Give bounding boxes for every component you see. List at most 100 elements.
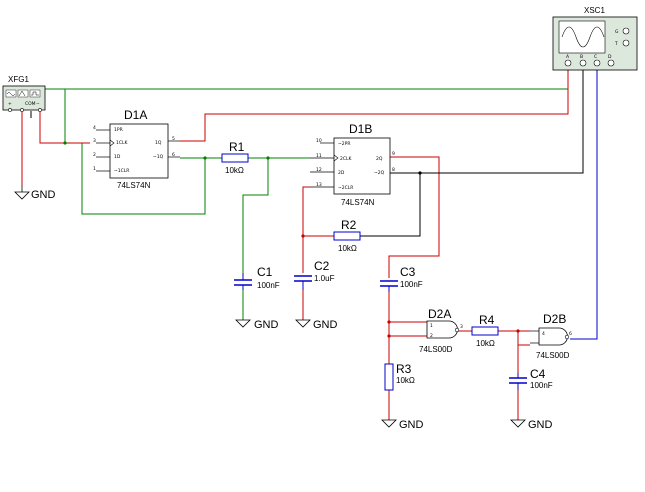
d2a-part: 74LS00D (419, 345, 453, 354)
xsc1-terminal-c: C (594, 54, 597, 60)
svg-text:1D: 1D (114, 154, 121, 160)
svg-text:4: 4 (542, 331, 545, 337)
wires (21, 65, 598, 420)
square-wave-icon (29, 89, 41, 98)
r2-body (333, 231, 361, 241)
wire-d1a-q-scope (180, 65, 569, 142)
svg-text:13: 13 (316, 182, 322, 188)
capacitor-c3[interactable]: C3 100nF (380, 265, 423, 292)
resistor-r3[interactable]: R3 10kΩ (384, 362, 415, 391)
ground-icon (381, 419, 397, 428)
d1a-ref: D1A (124, 108, 147, 122)
d1b-part: 74LS74N (341, 198, 375, 207)
svg-text:2: 2 (430, 333, 433, 339)
sine-wave-icon (5, 89, 17, 98)
capacitor-c4[interactable]: C4 100nF (509, 367, 553, 390)
gnd-label: GND (313, 319, 338, 331)
junction-dot (266, 156, 270, 160)
svg-text:~1Q: ~1Q (153, 154, 164, 160)
wire-d1b-d-c2 (302, 186, 310, 273)
svg-text:2Q: 2Q (376, 156, 383, 162)
r4-ref: R4 (479, 313, 495, 327)
svg-text:9: 9 (392, 151, 395, 157)
ground-icon (295, 319, 311, 328)
svg-text:4: 4 (93, 125, 96, 131)
xsc1-terminal-g: G (615, 29, 619, 35)
ground-r3: GND (381, 419, 424, 431)
svg-text:5: 5 (172, 136, 175, 142)
d1a-part: 74LS74N (117, 181, 151, 190)
c3-value: 100nF (400, 280, 423, 289)
junction-dot (516, 329, 520, 333)
inverter-bubble-icon (454, 327, 460, 333)
clock-edge-icon (333, 154, 339, 162)
xfg1-ref: XFG1 (8, 75, 29, 84)
svg-text:6: 6 (569, 331, 572, 337)
xsc1-terminal-b: B (580, 54, 583, 60)
r3-value: 10kΩ (396, 376, 415, 385)
r2-ref: R2 (341, 218, 357, 232)
svg-text:6: 6 (172, 152, 175, 158)
xsc1-terminal-d: D (608, 54, 612, 60)
r4-body (471, 326, 499, 336)
c4-value: 100nF (530, 381, 553, 390)
resistor-r1[interactable]: R1 10kΩ (221, 140, 249, 175)
svg-text:8: 8 (392, 167, 395, 173)
svg-text:3: 3 (93, 138, 96, 144)
wire-d2b-c4 (517, 331, 530, 346)
ground-icon (510, 419, 526, 428)
gate-d2a[interactable]: D2A 1 2 3 74LS00D (419, 307, 463, 354)
wire-d1b-qbar-scope (390, 65, 584, 174)
svg-text:3: 3 (460, 324, 463, 330)
flipflop-d1b[interactable]: D1B 10 11 12 13 9 8 ~2PR 2CLK 2D ~2CLR 2… (310, 122, 395, 207)
c1-value: 100nF (257, 281, 280, 290)
wire-clock-green (39, 65, 569, 111)
gnd-label: GND (528, 419, 553, 431)
c1-ref: C1 (257, 265, 273, 279)
ground-icon (14, 191, 30, 200)
svg-text:2D: 2D (338, 170, 345, 176)
function-generator[interactable]: XFG1 + COM − (2, 75, 46, 112)
triangle-wave-icon (17, 89, 29, 98)
junction-dot (203, 156, 207, 160)
svg-text:1CLK: 1CLK (116, 140, 129, 146)
d2b-part: 74LS00D (536, 351, 570, 360)
waveform-icon (561, 26, 605, 48)
junction-dot (418, 171, 422, 175)
junction-dot (387, 320, 391, 324)
wire-d1b-q-c3 (388, 156, 440, 278)
svg-text:1: 1 (430, 323, 433, 329)
junctions (63, 141, 520, 338)
resistor-r2[interactable]: R2 10kΩ (333, 218, 361, 253)
gate-d2b[interactable]: D2B 4 6 74LS00D (530, 312, 572, 360)
xfg1-terminal-com: COM (25, 101, 36, 107)
xsc1-terminal-a: A (566, 54, 570, 60)
junction-dot (63, 141, 67, 145)
r3-body (384, 363, 394, 391)
svg-text:~2CLR: ~2CLR (338, 185, 353, 191)
capacitor-c2[interactable]: C2 1.0uF (294, 259, 335, 290)
svg-text:1PR: 1PR (114, 127, 123, 133)
inverter-bubble-icon (564, 334, 570, 340)
resistor-r4[interactable]: R4 10kΩ (471, 313, 499, 348)
wire-r1-c1 (242, 158, 269, 273)
c4-ref: C4 (530, 367, 546, 381)
wire-d2b-scope (570, 65, 598, 340)
capacitor-c1[interactable]: C1 100nF (234, 265, 280, 290)
d1a-body (109, 123, 169, 179)
d1b-ref: D1B (349, 122, 372, 136)
scope-screen (558, 20, 606, 54)
c2-value: 1.0uF (314, 274, 335, 283)
oscilloscope[interactable]: XSC1 G T A B C D (552, 6, 638, 71)
ground-xfg: GND (14, 185, 56, 201)
r2-value: 10kΩ (338, 244, 357, 253)
wire-xfg-red2 (39, 111, 90, 144)
d2b-ref: D2B (543, 312, 566, 326)
d1b-body (333, 137, 391, 195)
flipflop-d1a[interactable]: D1A 4 3 2 1 5 6 1PR 1CLK 1D ~1CLR 1Q ~1Q… (93, 108, 180, 190)
xsc1-ref: XSC1 (584, 6, 605, 15)
xfg1-terminal-minus: − (36, 102, 40, 107)
ground-c4: GND (510, 419, 553, 431)
svg-text:~2Q: ~2Q (374, 170, 385, 176)
